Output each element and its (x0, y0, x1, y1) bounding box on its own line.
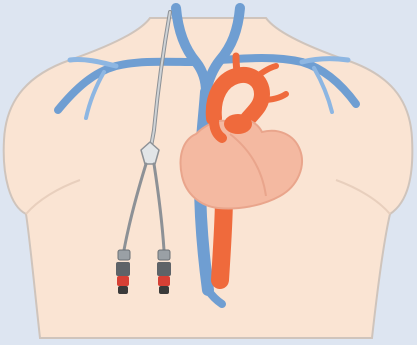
anatomy-illustration (0, 0, 417, 345)
illustration-canvas (0, 0, 417, 345)
